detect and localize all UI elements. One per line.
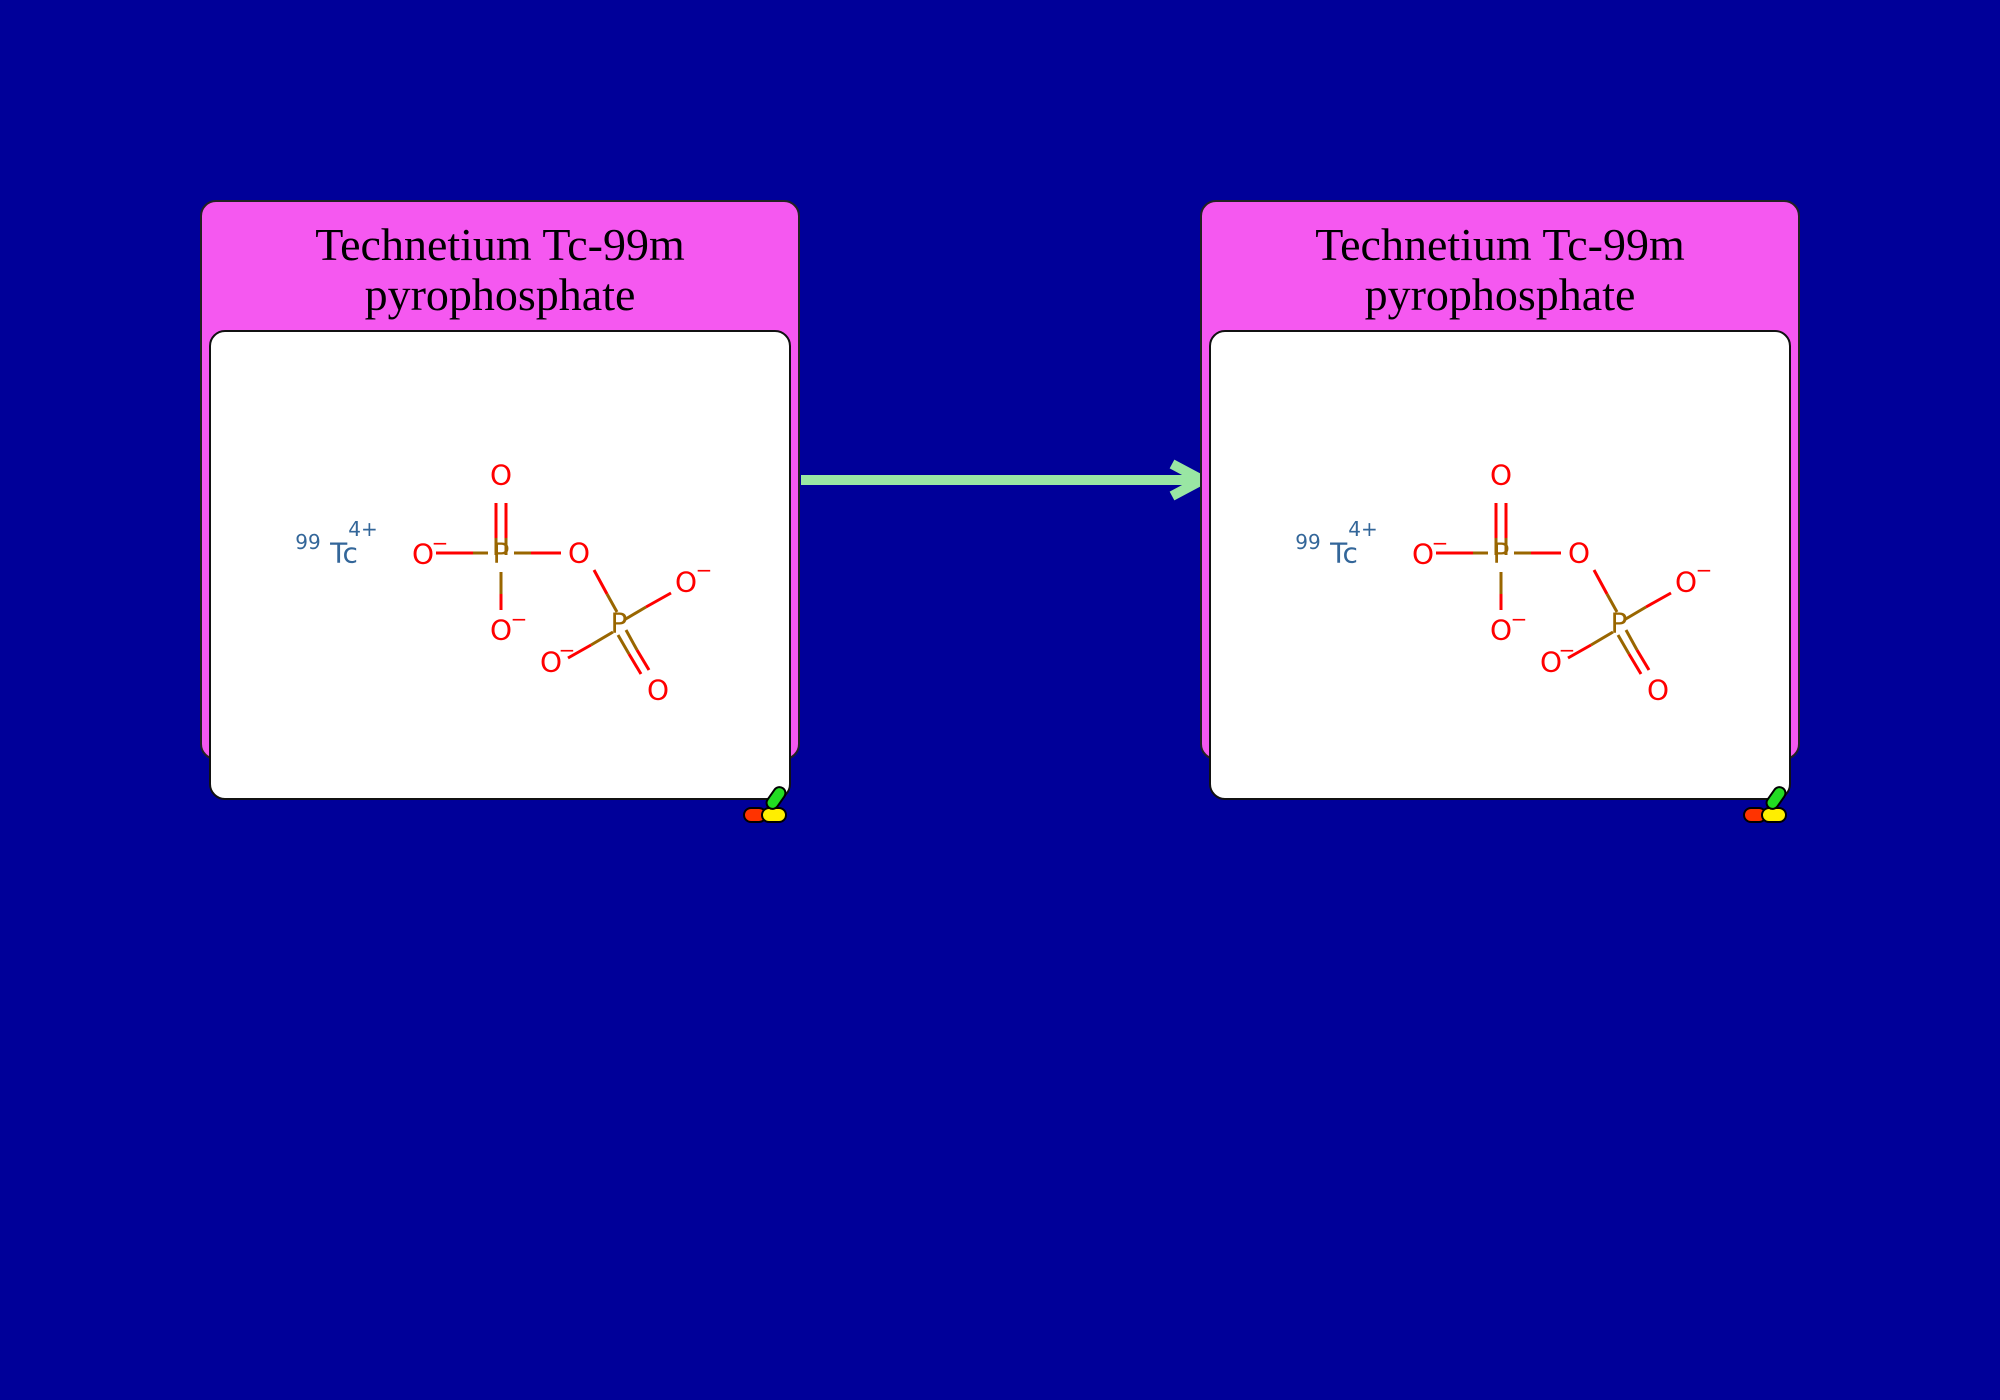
minus-charge: − xyxy=(1432,531,1449,555)
oxygen-atom: O xyxy=(490,459,512,492)
isotope-label: 99 xyxy=(1295,530,1320,554)
phosphorus-atom: P xyxy=(493,537,510,570)
metal-charge: 4+ xyxy=(348,517,377,541)
metal-charge: 4+ xyxy=(1348,517,1377,541)
oxygen-atom: O xyxy=(1490,459,1512,492)
oxygen-atom: O xyxy=(1412,538,1434,571)
node-title: Technetium Tc-99m pyrophosphate xyxy=(202,220,798,320)
oxygen-atom: O xyxy=(540,646,562,679)
oxygen-atom: O xyxy=(1568,537,1590,570)
minus-charge: − xyxy=(511,607,528,631)
minus-charge: − xyxy=(559,638,576,662)
node-title: Technetium Tc-99m pyrophosphate xyxy=(1202,220,1798,320)
oxygen-atom: O xyxy=(675,566,697,599)
pill-icon[interactable] xyxy=(742,782,792,826)
oxygen-atom: O xyxy=(412,538,434,571)
metal-symbol: Tc xyxy=(1329,537,1358,570)
node-title-line1: Technetium Tc-99m xyxy=(1315,219,1685,270)
phosphorus-atom: P xyxy=(611,607,628,640)
molecule-structure: 99 Tc 4+ O O − P O O − P O − O − O xyxy=(1295,459,1713,707)
oxygen-atom: O xyxy=(1490,614,1512,647)
node-title-line2: pyrophosphate xyxy=(1364,269,1636,320)
oxygen-atom: O xyxy=(490,614,512,647)
oxygen-atom: O xyxy=(1647,674,1669,707)
node-title-line2: pyrophosphate xyxy=(364,269,636,320)
pill-icon[interactable] xyxy=(1742,782,1792,826)
isotope-label: 99 xyxy=(295,530,320,554)
metal-symbol: Tc xyxy=(329,537,358,570)
node-title-line1: Technetium Tc-99m xyxy=(315,219,685,270)
minus-charge: − xyxy=(1696,558,1713,582)
minus-charge: − xyxy=(1511,607,1528,631)
oxygen-atom: O xyxy=(1540,646,1562,679)
minus-charge: − xyxy=(432,531,449,555)
structure-card-left: 99 Tc 4+ O O − P O O − P O − O − O xyxy=(209,330,791,800)
oxygen-atom: O xyxy=(568,537,590,570)
molecule-structure: 99 Tc 4+ O O − P O O − P O − O − O xyxy=(295,459,713,707)
phosphorus-atom: P xyxy=(1611,607,1628,640)
phosphorus-atom: P xyxy=(1493,537,1510,570)
structure-card-right: 99 Tc 4+ O O − P O O − P O − O − O xyxy=(1209,330,1791,800)
oxygen-atom: O xyxy=(647,674,669,707)
minus-charge: − xyxy=(696,558,713,582)
minus-charge: − xyxy=(1559,638,1576,662)
oxygen-atom: O xyxy=(1675,566,1697,599)
